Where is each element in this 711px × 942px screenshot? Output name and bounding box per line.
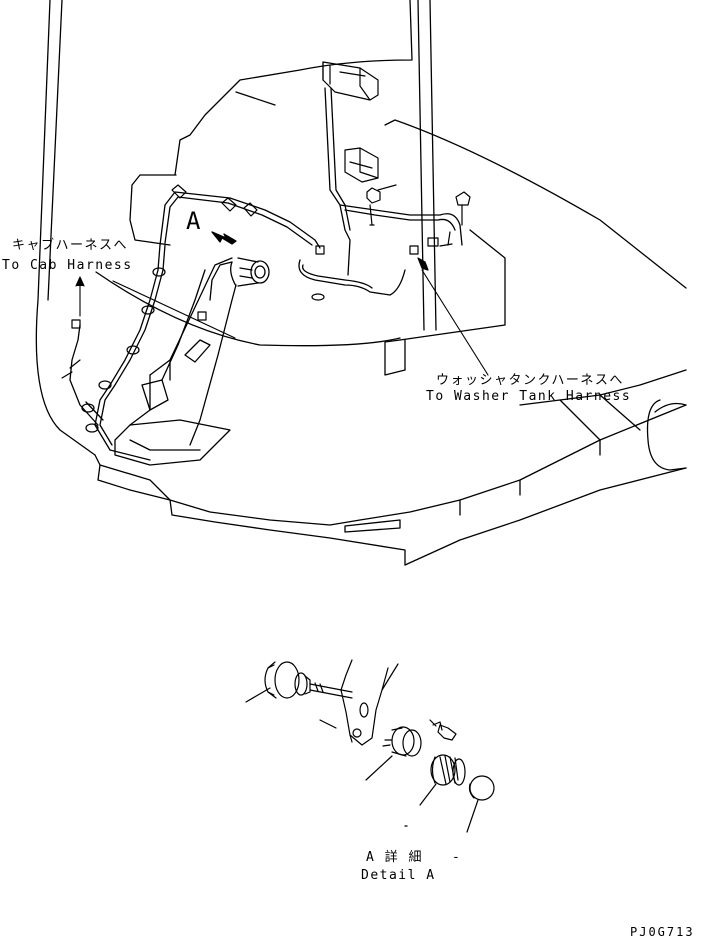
washer-tank-label-en: To Washer Tank Harness bbox=[426, 389, 632, 404]
console-box bbox=[114, 257, 237, 466]
washer-tank-label-jp: ウォッシャタンクハーネスへ bbox=[436, 373, 624, 388]
drawing-code: PJ0G713 bbox=[630, 925, 695, 939]
detail-a-exploded bbox=[245, 659, 495, 833]
cab-structure bbox=[35, 0, 687, 566]
harness-clips bbox=[61, 184, 258, 433]
cab-harness-label-jp: キャブハーネスへ bbox=[12, 238, 129, 253]
detail-title-suffix: - bbox=[452, 850, 462, 865]
view-arrow bbox=[211, 231, 237, 245]
detail-title-jp: A 詳 細 bbox=[366, 850, 423, 865]
leader-lines bbox=[75, 269, 489, 376]
view-a-marker: A bbox=[186, 207, 201, 235]
switch-assembly-main bbox=[230, 257, 270, 287]
cab-harness-label-en: To Cab Harness bbox=[2, 258, 133, 273]
connectors bbox=[71, 61, 471, 329]
wiring-harness bbox=[69, 87, 463, 461]
detail-title-en: Detail A bbox=[361, 868, 436, 883]
